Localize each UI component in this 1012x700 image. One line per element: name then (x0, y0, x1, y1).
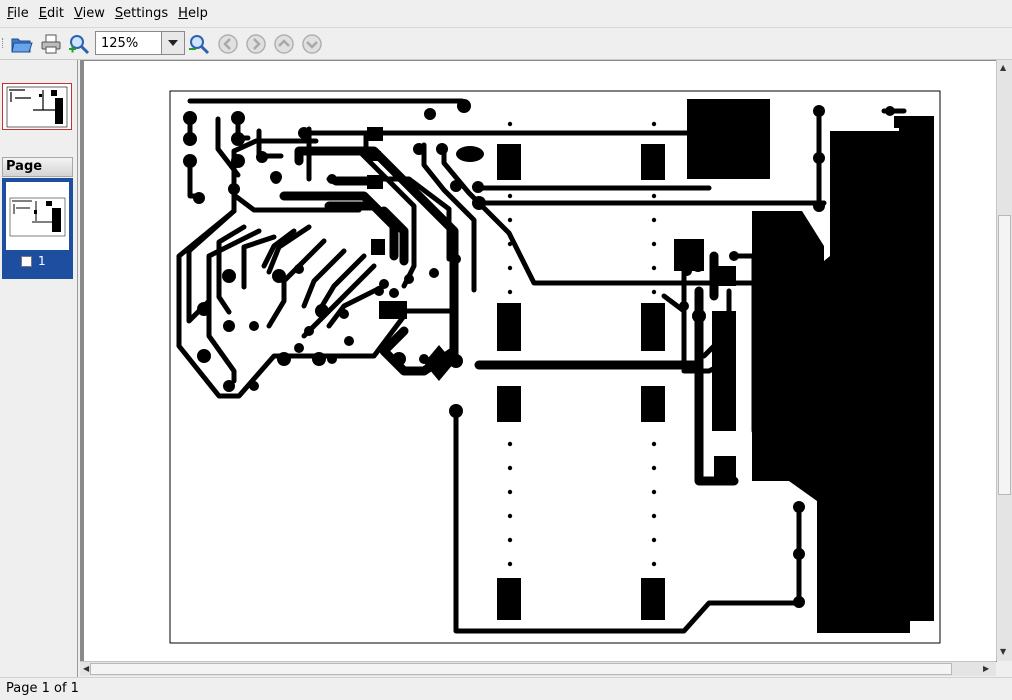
page-panel-header: Page (2, 157, 73, 177)
pin-dot (651, 289, 657, 295)
horizontal-scrollbar[interactable]: ◀ ▶ (80, 661, 996, 676)
pin-dot (507, 265, 513, 271)
pin-dot (507, 121, 513, 127)
scroll-left-icon[interactable]: ◀ (83, 664, 90, 673)
page-thumbnail[interactable] (6, 182, 69, 250)
pin-dot (651, 265, 657, 271)
previous-page-icon[interactable] (272, 32, 296, 56)
menu-file-rest: ile (13, 5, 29, 21)
page-number: 1 (38, 254, 46, 268)
menu-settings-accel: S (114, 5, 124, 21)
menu-view-rest: iew (82, 5, 105, 21)
next-page-icon[interactable] (300, 32, 324, 56)
pin-dot (651, 441, 657, 447)
pin-dot (651, 561, 657, 567)
pin-dot (651, 241, 657, 247)
open-icon[interactable] (10, 32, 34, 56)
pcb-drawing (169, 90, 941, 644)
vertical-scrollbar[interactable]: ▲ ▼ (996, 60, 1012, 661)
document-page (84, 61, 996, 661)
page-checkbox[interactable] (21, 256, 32, 267)
menu-edit-accel: E (38, 5, 47, 21)
zoom-combobox[interactable] (95, 31, 185, 55)
pin-dot (507, 513, 513, 519)
sidebar: Page 1 (0, 60, 78, 677)
pin-dot (507, 465, 513, 471)
pin-dot (651, 489, 657, 495)
back-icon[interactable] (216, 32, 240, 56)
pin-dot (507, 489, 513, 495)
menu-settings[interactable]: Settings (112, 4, 171, 24)
zoom-out-icon[interactable] (187, 32, 211, 56)
page-list: 1 (2, 178, 73, 279)
page-status: Page 1 of 1 (6, 681, 79, 696)
menu-help[interactable]: Help (175, 4, 211, 24)
pin-dot (507, 441, 513, 447)
menu-edit[interactable]: Edit (36, 4, 67, 24)
vertical-scroll-thumb[interactable] (998, 215, 1011, 495)
pin-dot (507, 289, 513, 295)
menu-help-accel: H (178, 5, 188, 21)
page-thumbnail-overview[interactable] (2, 83, 72, 130)
pin-dot (651, 513, 657, 519)
scroll-right-icon[interactable]: ▶ (983, 664, 990, 673)
forward-icon[interactable] (244, 32, 268, 56)
pin-dot (507, 537, 513, 543)
scroll-down-icon[interactable]: ▼ (1000, 647, 1007, 656)
menu-help-rest: elp (187, 5, 208, 21)
pin-dot (507, 241, 513, 247)
status-bar: Page 1 of 1 (0, 677, 1012, 700)
print-icon[interactable] (39, 32, 63, 56)
pin-dot (507, 217, 513, 223)
menu-view[interactable]: View (71, 4, 108, 24)
menu-view-accel: V (73, 5, 83, 21)
menu-settings-rest: ettings (123, 5, 169, 21)
menu-edit-rest: dit (47, 5, 64, 21)
pin-dot (651, 537, 657, 543)
menu-file[interactable]: File (4, 4, 32, 24)
pin-dot (507, 561, 513, 567)
header-pin-dots (507, 121, 657, 567)
pin-dot (507, 193, 513, 199)
pin-dot (651, 121, 657, 127)
menu-file-accel: F (7, 5, 14, 21)
toolbar-handle[interactable] (2, 38, 6, 48)
pin-dot (651, 217, 657, 223)
chevron-down-icon[interactable] (161, 32, 184, 54)
zoom-input[interactable] (96, 32, 167, 54)
zoom-in-icon[interactable] (67, 32, 91, 56)
menu-bar: File Edit View Settings Help (0, 0, 1012, 28)
scroll-up-icon[interactable]: ▲ (1000, 63, 1007, 72)
horizontal-scroll-thumb[interactable] (90, 663, 952, 675)
pin-dot (651, 193, 657, 199)
pin-dot (651, 465, 657, 471)
